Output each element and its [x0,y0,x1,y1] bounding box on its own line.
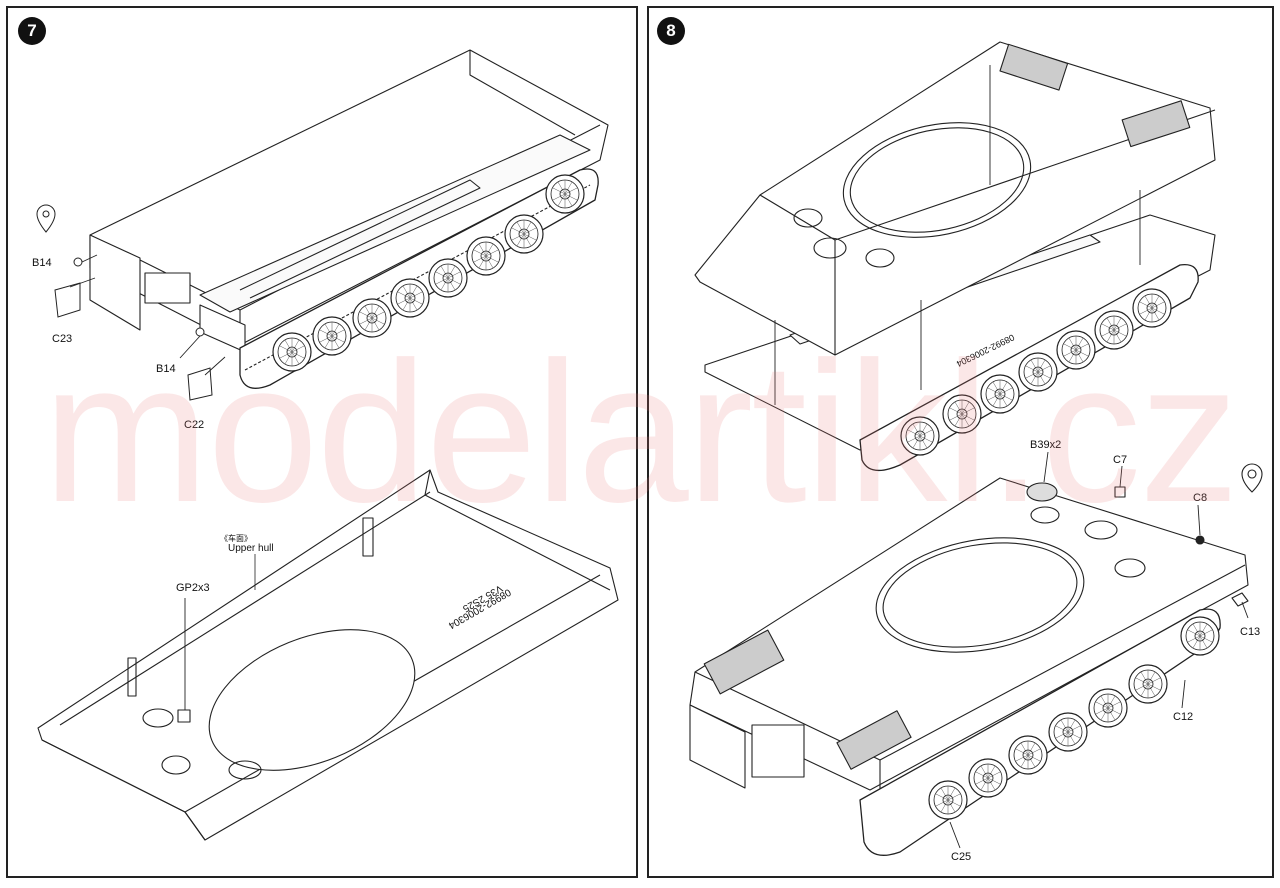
upper-hull-cn-label: 《车面》 [220,533,252,543]
label-c23: C23 [52,333,72,345]
label-c12: C12 [1173,711,1193,723]
label-b39: B39x2 [1030,439,1061,451]
step-7-number: 7 [18,17,46,45]
label-c25: C25 [951,851,971,863]
part-c22 [187,367,213,401]
step-8-number: 8 [657,17,685,45]
label-c22: C22 [184,419,204,431]
label-gp: GP2x3 [176,582,210,594]
part-c8 [1195,535,1205,545]
part-b39 [1026,482,1058,502]
part-b14-bottom [195,327,205,337]
label-b14-bottom: B14 [156,363,176,375]
label-c8: C8 [1193,492,1207,504]
step8-bottom-assembly [689,463,1263,856]
label-b14-top: B14 [32,257,52,269]
part-c13 [1231,592,1249,607]
part-c23 [54,282,81,318]
glue-icon [36,204,56,233]
part-gp [177,709,191,723]
part-c7 [1114,486,1126,498]
label-c13: C13 [1240,626,1260,638]
label-c7: C7 [1113,454,1127,466]
upper-hull-label: Upper hull [228,543,274,554]
step7-upper-hull [37,469,619,841]
step7-parts [36,204,213,401]
part-b14-top [73,257,83,267]
